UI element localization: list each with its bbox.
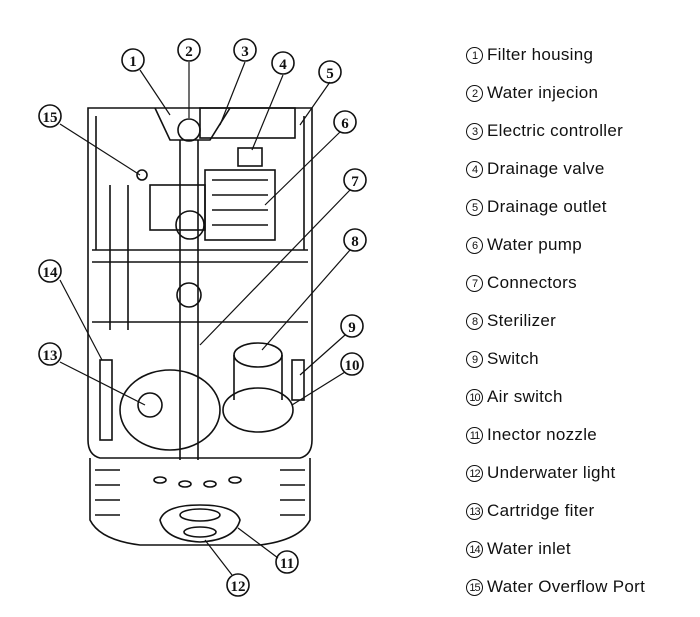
svg-text:10: 10 — [345, 358, 360, 374]
machine-housing — [87, 107, 313, 546]
svg-text:7: 7 — [351, 174, 359, 190]
legend-label: Electric controller — [487, 121, 624, 140]
legend-number: 9 — [466, 350, 483, 368]
cartridge-filter-drawing — [99, 359, 305, 451]
legend-label: Drainage valve — [487, 159, 605, 178]
callout-1: 1 — [121, 48, 145, 72]
legend-number: 11 — [466, 426, 483, 444]
callout-4: 4 — [271, 51, 295, 75]
legend-label: Drainage outlet — [487, 197, 607, 216]
svg-text:11: 11 — [280, 556, 294, 572]
svg-text:5: 5 — [326, 66, 334, 82]
svg-text:14: 14 — [43, 265, 59, 281]
callout-9: 9 — [340, 314, 364, 338]
legend-label: Filter housing — [487, 45, 594, 64]
svg-text:9: 9 — [348, 320, 356, 336]
callout-10: 10 — [340, 352, 364, 376]
legend-label: Underwater light — [487, 463, 616, 482]
legend-number: 4 — [466, 160, 483, 178]
callout-2: 2 — [177, 38, 201, 62]
sterilizer-drawing — [222, 342, 294, 433]
callout-7: 7 — [343, 168, 367, 192]
callout-6: 6 — [333, 110, 357, 134]
nozzle-light-drawing — [159, 504, 241, 543]
svg-text:8: 8 — [351, 234, 359, 250]
legend-label: Cartridge fiter — [487, 501, 595, 520]
legend-label: Inector nozzle — [487, 425, 598, 444]
legend-label: Switch — [487, 349, 539, 368]
legend-label: Connectors — [487, 273, 577, 292]
machine-drawing: 1 2 3 4 5 6 7 8 9 10 11 12 13 14 15 — [38, 38, 367, 597]
svg-text:2: 2 — [185, 44, 193, 60]
callout-5: 5 — [318, 60, 342, 84]
legend-label: Water Overflow Port — [487, 577, 646, 596]
legend-number: 12 — [466, 464, 483, 482]
leader-lines — [59, 61, 351, 576]
svg-text:13: 13 — [43, 348, 58, 364]
legend-number: 10 — [466, 388, 483, 406]
svg-text:15: 15 — [43, 110, 58, 126]
callout-13: 13 — [38, 342, 62, 366]
legend-number: 6 — [466, 236, 483, 254]
callout-11: 11 — [275, 550, 299, 574]
legend-number: 13 — [466, 502, 483, 520]
svg-text:12: 12 — [231, 579, 246, 595]
pipes — [109, 118, 263, 460]
water-pump-drawing — [149, 169, 276, 241]
callout-15: 15 — [38, 104, 62, 128]
legend-number: 8 — [466, 312, 483, 330]
legend-label: Water inlet — [487, 539, 571, 558]
callout-8: 8 — [343, 228, 367, 252]
callout-12: 12 — [226, 573, 250, 597]
legend-number: 5 — [466, 198, 483, 216]
callout-14: 14 — [38, 259, 62, 283]
legend-label: Air switch — [487, 387, 563, 406]
legend-label: Sterilizer — [487, 311, 557, 330]
legend-number: 14 — [466, 540, 483, 558]
legend-number: 7 — [466, 274, 483, 292]
legend-label: Water injecion — [487, 83, 599, 102]
callout-3: 3 — [233, 38, 257, 62]
legend-label: Water pump — [487, 235, 582, 254]
svg-text:4: 4 — [279, 57, 287, 73]
legend-number: 1 — [466, 46, 483, 64]
legend-number: 3 — [466, 122, 483, 140]
svg-text:1: 1 — [129, 54, 137, 70]
legend-number: 15 — [466, 578, 483, 596]
legend-number: 2 — [466, 84, 483, 102]
svg-text:3: 3 — [241, 44, 249, 60]
svg-text:6: 6 — [341, 116, 349, 132]
